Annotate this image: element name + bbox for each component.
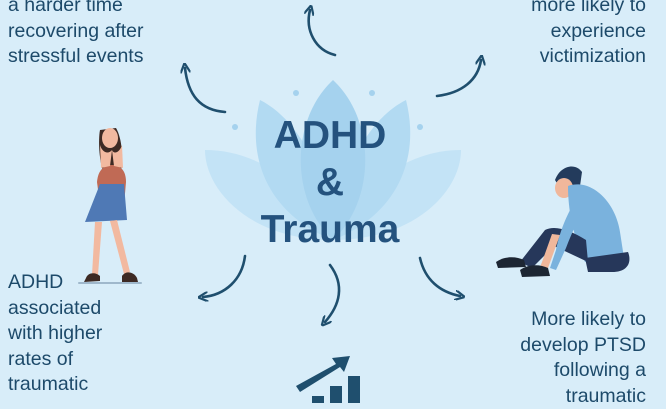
title-line-2: & xyxy=(230,159,430,206)
center-title: ADHD & Trauma xyxy=(230,112,430,253)
fact-line: following a xyxy=(520,358,646,384)
fact-line: traumatic xyxy=(8,372,102,398)
fact-top-right: more likely to experience victimization xyxy=(531,0,646,70)
title-line-1: ADHD xyxy=(230,112,430,159)
arrow-top-left xyxy=(185,68,225,112)
fact-line: a harder time xyxy=(8,0,143,19)
fact-line: rates of xyxy=(8,347,102,373)
arrow-bottom-right xyxy=(420,258,460,296)
fact-top-left: a harder time recovering after stressful… xyxy=(8,0,143,70)
fact-line: recovering after xyxy=(8,19,143,45)
title-line-3: Trauma xyxy=(230,206,430,253)
arrow-top xyxy=(309,10,335,55)
rising-bar-chart-icon xyxy=(296,356,360,403)
arrow-bottom-left xyxy=(203,256,245,297)
fact-line: stressful events xyxy=(8,44,143,70)
arrow-top-right xyxy=(437,60,481,96)
fact-line: experience xyxy=(531,19,646,45)
fact-line: More likely to xyxy=(520,307,646,333)
fact-line: more likely to xyxy=(531,0,646,19)
fact-bottom-left: ADHD associated with higher rates of tra… xyxy=(8,270,102,398)
fact-line: associated xyxy=(8,296,102,322)
fact-line: victimization xyxy=(531,44,646,70)
sitting-man-icon xyxy=(496,166,629,277)
arrow-bottom xyxy=(325,265,339,322)
distressed-woman-icon xyxy=(78,128,142,284)
fact-line: develop PTSD xyxy=(520,333,646,359)
fact-line: ADHD xyxy=(8,270,102,296)
fact-line: with higher xyxy=(8,321,102,347)
fact-line: traumatic xyxy=(520,384,646,409)
fact-bottom-right: More likely to develop PTSD following a … xyxy=(520,307,646,409)
